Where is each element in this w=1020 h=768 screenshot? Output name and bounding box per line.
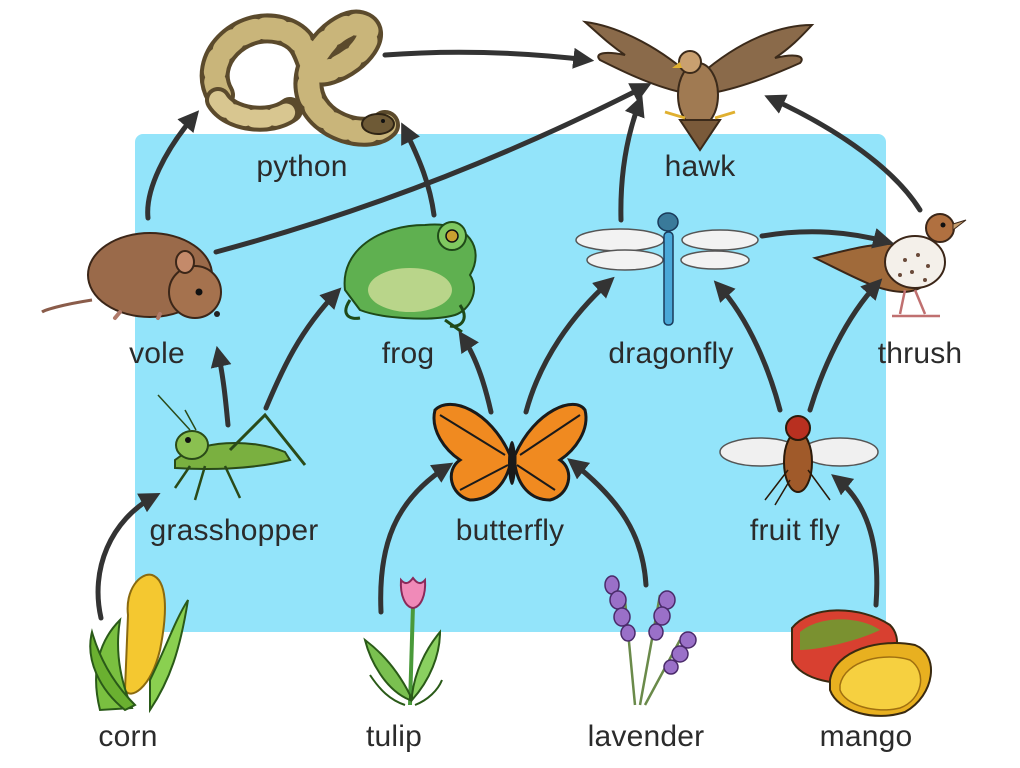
arrow-vole-to-python bbox=[145, 110, 200, 221]
arrow-dragonfly-to-hawk bbox=[618, 95, 645, 223]
arrow-grasshopper-to-frog bbox=[263, 287, 342, 411]
label-thrush: thrush bbox=[877, 337, 963, 370]
arrow-dragonfly-to-thrush bbox=[759, 228, 895, 249]
arrow-vole-to-hawk bbox=[213, 83, 652, 255]
arrow-lavender-to-butterfly bbox=[567, 458, 649, 588]
mango-image bbox=[791, 609, 932, 717]
label-frog: frog bbox=[381, 337, 435, 370]
arrows-layer bbox=[95, 47, 923, 621]
label-butterfly: butterfly bbox=[455, 514, 565, 547]
label-fruit-fly: fruit fly bbox=[749, 514, 841, 547]
frog-image bbox=[343, 221, 477, 334]
hawk-image bbox=[581, 20, 815, 152]
label-tulip: tulip bbox=[365, 720, 423, 753]
label-vole: vole bbox=[129, 337, 185, 370]
arrow-corn-to-grasshopper bbox=[95, 493, 161, 621]
arrow-fruit-fly-to-dragonfly bbox=[713, 280, 783, 413]
label-corn: corn bbox=[98, 720, 158, 753]
thrush-image bbox=[812, 213, 967, 318]
label-mango: mango bbox=[819, 720, 913, 753]
vole-image bbox=[41, 232, 222, 320]
arrow-butterfly-to-frog bbox=[458, 330, 494, 415]
fruit-fly-image bbox=[719, 415, 879, 506]
label-lavender: lavender bbox=[587, 720, 705, 753]
python-image bbox=[199, 9, 400, 147]
arrow-python-to-hawk bbox=[382, 47, 595, 69]
label-dragonfly: dragonfly bbox=[608, 337, 734, 370]
arrow-frog-to-python bbox=[401, 122, 437, 218]
dragonfly-image bbox=[575, 212, 759, 326]
arrow-grasshopper-to-vole bbox=[210, 345, 232, 428]
tulip-image bbox=[363, 576, 443, 706]
label-hawk: hawk bbox=[664, 150, 736, 183]
arrow-mango-to-fruit-fly bbox=[831, 474, 880, 608]
arrow-butterfly-to-dragonfly bbox=[523, 276, 615, 415]
arrow-thrush-to-hawk bbox=[764, 94, 923, 213]
label-python: python bbox=[256, 150, 348, 183]
corn-image bbox=[89, 573, 189, 714]
arrow-tulip-to-butterfly bbox=[378, 462, 454, 615]
lavender-image bbox=[604, 575, 697, 706]
arrow-fruit-fly-to-thrush bbox=[807, 278, 883, 413]
grasshopper-image bbox=[157, 394, 307, 501]
label-grasshopper: grasshopper bbox=[149, 514, 319, 547]
